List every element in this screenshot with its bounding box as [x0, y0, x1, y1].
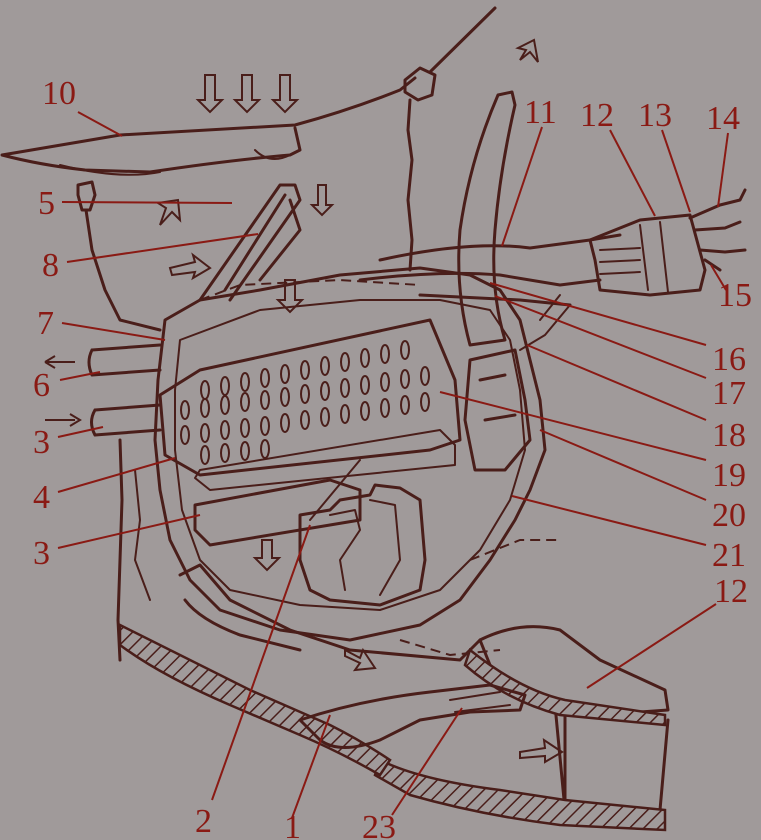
label-3-lower: 3 — [33, 535, 50, 572]
duct-23 — [298, 683, 527, 749]
label-5: 5 — [38, 185, 55, 222]
label-13: 13 — [638, 97, 672, 134]
label-21: 21 — [712, 537, 746, 574]
label-15: 15 — [718, 277, 752, 314]
label-19: 19 — [712, 457, 746, 494]
callout-labels: 10 5 8 7 6 3 4 3 2 1 23 11 12 13 14 15 1… — [33, 75, 752, 840]
lower-panel — [118, 622, 392, 777]
bracket-stud — [76, 180, 162, 332]
cowl-panel — [0, 76, 417, 174]
cowl-drip-edge — [59, 149, 291, 176]
fuse-box-inner-rim — [174, 299, 526, 611]
fender-inner-edge — [406, 98, 414, 272]
label-11: 11 — [524, 94, 557, 131]
control-module — [298, 483, 427, 607]
label-20: 20 — [712, 497, 746, 534]
label-2: 2 — [195, 803, 212, 840]
lower-bracket — [178, 563, 482, 662]
floor-panel-bottom — [373, 758, 667, 832]
label-12-bottom: 12 — [714, 573, 748, 610]
label-23: 23 — [362, 809, 396, 840]
label-18: 18 — [712, 417, 746, 454]
harness-connector — [588, 213, 707, 297]
lower-chamber — [193, 478, 362, 547]
label-10: 10 — [42, 75, 76, 112]
relay-frame — [198, 183, 302, 302]
floor-panel-right — [463, 647, 667, 727]
duct-23-inner — [449, 691, 511, 713]
fuse-box-housing — [153, 266, 547, 642]
left-wall-flange — [134, 469, 151, 601]
bent-tube — [457, 90, 517, 347]
left-wall — [116, 438, 124, 662]
label-6: 6 — [33, 367, 50, 404]
connector-pins — [599, 221, 669, 293]
label-1: 1 — [284, 809, 301, 840]
label-12-top: 12 — [580, 97, 614, 134]
fuse-panel-lower-strip — [194, 429, 456, 491]
control-module-detail — [309, 459, 401, 596]
terminal-leads — [688, 188, 747, 272]
label-8: 8 — [42, 247, 59, 284]
hose-3-upper — [90, 403, 162, 437]
hose-6 — [87, 343, 162, 377]
label-14: 14 — [706, 100, 740, 137]
relay-block — [463, 348, 532, 472]
label-3-upper: 3 — [33, 424, 50, 461]
label-4: 4 — [33, 479, 50, 516]
label-17: 17 — [712, 375, 746, 412]
hood-hinge — [403, 6, 497, 102]
fuse-panel — [158, 318, 462, 477]
fuse-slots — [180, 340, 430, 465]
label-16: 16 — [712, 341, 746, 378]
leader-lines — [57, 111, 729, 819]
label-7: 7 — [37, 305, 54, 342]
